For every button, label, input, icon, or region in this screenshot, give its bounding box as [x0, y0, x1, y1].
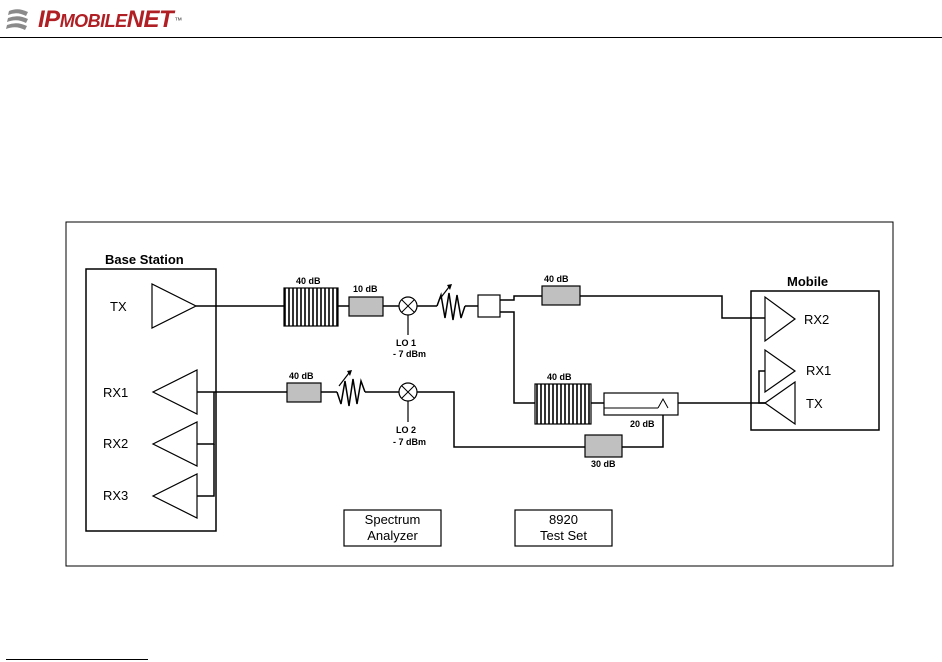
directional-coupler [603, 392, 679, 416]
tx-fixed-attenuator [283, 287, 339, 327]
base-station-box [85, 268, 217, 532]
mobile-tx-label: TX [806, 396, 823, 411]
tx-fixed-attenuator-label: 40 dB [296, 276, 321, 286]
mobile-rx2-attenuator [541, 285, 581, 306]
rx-combining-bus [197, 392, 215, 445]
lo2-power: - 7 dBm [393, 437, 426, 447]
return-line-to-mixer2 [417, 391, 585, 448]
rx-40db-attenuator-label: 40 dB [289, 371, 314, 381]
test-set-box [514, 509, 613, 547]
mobile-tx-amplifier-icon [763, 380, 796, 426]
rx3-bus-link [197, 444, 215, 497]
fading-simulator-1-icon [436, 292, 466, 321]
spectrum-analyzer-line1: Spectrum [365, 512, 421, 527]
mobile-title: Mobile [787, 274, 828, 289]
spectrum-analyzer-box [343, 509, 442, 547]
tx-10db-attenuator-label: 10 dB [353, 284, 378, 294]
mobile-tx-fixed-attenuator-label: 40 dB [547, 372, 572, 382]
mobile-rx1-tx-link [758, 370, 765, 404]
splitter-upper-line [500, 295, 542, 301]
test-set-line2: Test Set [540, 528, 587, 543]
base-rx1-label: RX1 [103, 385, 128, 400]
base-station-title: Base Station [105, 252, 184, 267]
fading-simulator-2-icon [336, 378, 366, 407]
mobile-rx2-amplifier-icon [764, 295, 797, 343]
diagram-frame [65, 221, 894, 567]
return-30db-attenuator-label: 30 dB [591, 459, 616, 469]
base-rx2-label: RX2 [103, 436, 128, 451]
splitter-box [477, 294, 501, 318]
test-set-line1: 8920 [549, 512, 578, 527]
logo-trademark: ™ [174, 15, 183, 25]
base-rx3-label: RX3 [103, 488, 128, 503]
logo-wordmark: IPMOBILENET [38, 6, 174, 33]
mobile-rx2-attenuator-label: 40 dB [544, 274, 569, 284]
base-rx1-amplifier-icon [151, 369, 198, 415]
splitter-lower-line [500, 311, 535, 404]
coupler-label: 20 dB [630, 419, 655, 429]
mobile-rx1-label: RX1 [806, 363, 831, 378]
lo2-name: LO 2 [396, 425, 416, 435]
spectrum-analyzer-line2: Analyzer [367, 528, 418, 543]
mobile-rx2-label: RX2 [804, 312, 829, 327]
tx-10db-attenuator [348, 296, 384, 317]
return-30db-attenuator [584, 434, 623, 458]
base-tx-label: TX [110, 299, 127, 314]
header-rule [0, 37, 942, 38]
logo-stripes-icon [6, 9, 28, 30]
coupled-return-line [622, 415, 664, 448]
lo1-power: - 7 dBm [393, 349, 426, 359]
base-tx-amplifier-icon [151, 283, 198, 329]
footnote-rule [6, 659, 148, 660]
base-rx2-amplifier-icon [151, 421, 198, 467]
base-rx3-amplifier-icon [151, 473, 198, 519]
mobile-rx2-line [580, 295, 765, 319]
lo1-name: LO 1 [396, 338, 416, 348]
rx-40db-attenuator [286, 382, 322, 403]
mobile-tx-fixed-attenuator [534, 383, 592, 425]
mobile-box [750, 290, 880, 431]
